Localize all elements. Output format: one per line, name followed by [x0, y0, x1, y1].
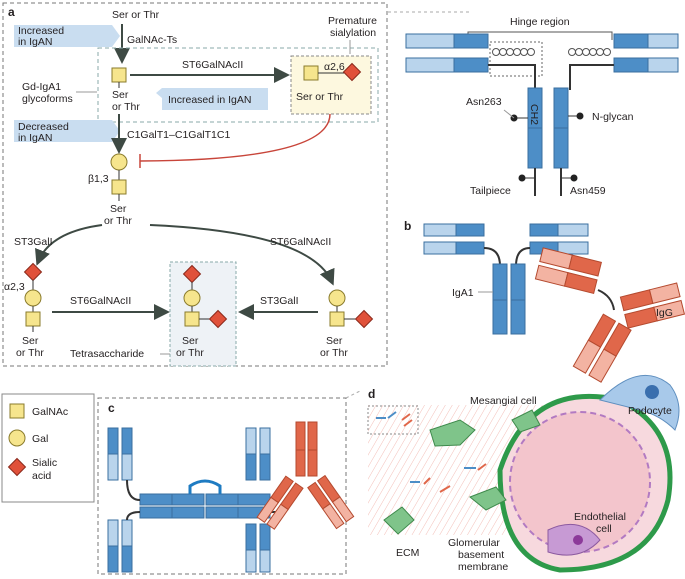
ser-thr-top: Ser or Thr	[112, 9, 160, 21]
legend-sialic-2: acid	[32, 470, 51, 482]
nglycan-label: N-glycan	[592, 111, 634, 123]
mesangial-cell-3	[469, 486, 507, 511]
sialic-center-top	[182, 264, 202, 284]
legend: GalNAc Gal Sialic acid	[1, 393, 95, 503]
mesangial-label: Mesangial cell	[470, 395, 537, 407]
legend-sialic-icon	[7, 457, 27, 477]
c1galt-label: C1GalT1–C1GalT1C1	[127, 129, 230, 141]
galnac-symbol	[111, 67, 127, 83]
galnac-left	[25, 311, 41, 327]
mesangial-cell-4	[383, 506, 415, 535]
panel-a-label: a	[8, 5, 15, 19]
galnac-ts-label: GalNAc-Ts	[127, 34, 177, 46]
svg-text:Increased in IgAN: Increased in IgAN	[168, 94, 251, 106]
increased-callout: Increased in IgAN	[14, 25, 120, 48]
ser-or-thr-premature: Ser or Thr	[296, 91, 344, 103]
or-thr-right: or Thr	[320, 347, 348, 359]
gbm-label-1: Glomerular	[448, 537, 500, 549]
or-thr-mid: or Thr	[104, 215, 132, 227]
or-thr-label: or Thr	[112, 101, 140, 113]
podocyte-body	[599, 374, 680, 431]
gd-iga1-label-1: Gd-IgA1	[22, 81, 61, 93]
panel-d-glomerulus: Mesangial cell Podocyte Endothelial cell…	[367, 374, 680, 573]
iga-structure: Hinge region CH2 Asn263 N-gly	[405, 16, 679, 197]
or-thr-left: or Thr	[16, 347, 44, 359]
ch2-label: CH2	[528, 104, 540, 125]
increased-text-1: Increased	[18, 25, 64, 37]
gal-right	[328, 289, 346, 307]
legend-galnac: GalNAc	[32, 406, 68, 418]
asn459-label: Asn459	[570, 185, 606, 197]
mesangial-cell-1	[429, 419, 476, 447]
ser-left: Ser	[22, 335, 39, 347]
endothelial-lumen	[509, 411, 651, 553]
panel-c-label: c	[108, 401, 115, 415]
sialic-right	[354, 309, 374, 329]
sialic-center-side	[208, 309, 228, 329]
alpha26-label: α2,6	[324, 61, 345, 73]
gal-left	[24, 289, 42, 307]
igg-label: IgG	[656, 307, 673, 319]
galnac-symbol-2	[303, 65, 319, 81]
tailpiece-label: Tailpiece	[470, 185, 511, 197]
galnac-right	[329, 311, 345, 327]
legend-gal: Gal	[32, 433, 48, 445]
gal-symbol	[110, 153, 128, 171]
svg-text:in IgAN: in IgAN	[18, 132, 52, 144]
beta13-label: β1,3	[88, 173, 109, 185]
podocyte-label: Podocyte	[628, 405, 672, 417]
ser-right: Ser	[326, 335, 343, 347]
gbm-label-2: basement	[458, 549, 504, 561]
st6galnacii-bottom: ST6GalNAcII	[70, 295, 131, 307]
legend-gal-icon	[8, 429, 26, 447]
galnac-symbol-3	[111, 179, 127, 195]
ser-center: Ser	[182, 335, 199, 347]
asn263-label: Asn263	[466, 96, 502, 108]
st3gali-left: ST3GalI	[14, 236, 53, 248]
mesangial-cell-2	[511, 409, 541, 433]
gbm-label-3: membrane	[458, 561, 508, 573]
panel-d-label: d	[368, 387, 375, 401]
st6galnacii-right: ST6GalNAcII	[270, 236, 331, 248]
legend-sialic-1: Sialic	[32, 457, 57, 469]
gd-iga1-box	[97, 47, 379, 123]
decreased-callout: Decreased in IgAN	[14, 120, 120, 144]
alpha23-label: α2,3	[4, 281, 25, 293]
galnac-center	[184, 311, 200, 327]
iga1-label: IgA1	[452, 287, 474, 299]
arrow-st6-right	[149, 224, 335, 286]
endothelial-label-2: cell	[596, 523, 612, 535]
or-thr-center: or Thr	[176, 347, 204, 359]
increased-box: Increased in IgAN	[156, 88, 268, 110]
st3gali-bottom: ST3GalI	[260, 295, 299, 307]
ecm-label: ECM	[396, 547, 419, 559]
sialic-symbol-premature	[342, 62, 362, 82]
ser-mid: Ser	[110, 203, 127, 215]
panel-c-complex	[107, 421, 355, 573]
premature-label-1: Premature	[328, 15, 377, 27]
arrow-st3-left	[35, 224, 103, 266]
ser-label: Ser	[112, 89, 129, 101]
premature-label-2: sialylation	[330, 27, 376, 39]
sialic-left	[23, 262, 43, 282]
gd-iga1-label-2: glycoforms	[22, 93, 73, 105]
svg-text:Decreased: Decreased	[18, 121, 69, 133]
gal-center	[183, 289, 201, 307]
hinge-label: Hinge region	[510, 16, 570, 28]
tetrasaccharide-box	[169, 261, 237, 367]
tetrasaccharide-label: Tetrasaccharide	[70, 348, 144, 360]
legend-galnac-icon	[9, 403, 25, 419]
panel-b-label: b	[404, 219, 411, 233]
endothelial-label-1: Endothelial	[574, 511, 626, 523]
inhibit-arrow	[139, 113, 331, 162]
st6galnacii-top: ST6GalNAcII	[182, 59, 243, 71]
increased-text-2: in IgAN	[18, 36, 52, 48]
panel-b-antibodies: IgA1 IgG	[423, 223, 685, 383]
panel-c-frame	[97, 397, 347, 575]
